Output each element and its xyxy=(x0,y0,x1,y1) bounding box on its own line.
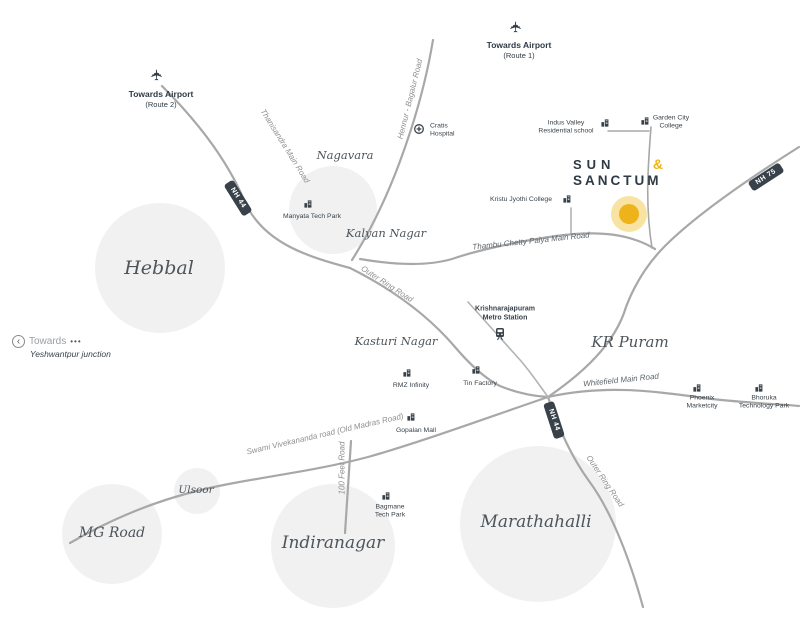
area-label-kalyan-nagar: Kalyan Nagar xyxy=(345,226,427,240)
area-label-marathahalli: Marathahalli xyxy=(480,512,592,532)
area-circle-manyata xyxy=(289,166,377,254)
airplane-icon-route1: ✈ xyxy=(508,20,525,34)
brand-sun-text: SUN xyxy=(573,157,616,172)
airport-route1-text: Towards Airport xyxy=(486,40,552,50)
area-circle-marathahalli xyxy=(460,446,616,602)
project-marker-dot xyxy=(619,204,639,224)
airport-label-route1: Towards Airport (Route 1) xyxy=(487,40,552,60)
road-whitefield-path xyxy=(546,388,800,408)
area-label-hebbal: Hebbal xyxy=(124,257,194,279)
towards-junction: ‹ Towards ••• Yeshwantpur junction xyxy=(12,335,111,359)
area-label-mg-road: MG Road xyxy=(78,525,146,541)
poi-cratis-hospital: Cratis Hospital xyxy=(430,122,455,138)
area-label-kr-puram: KR Puram xyxy=(591,333,669,351)
building-icon xyxy=(601,119,610,128)
building-icon xyxy=(693,384,702,393)
area-label-ulsoor: Ulsoor xyxy=(178,484,214,496)
road-outer-ring-north-path xyxy=(348,266,550,399)
poi-kristu-jyothi-college: Kristu Jyothi College xyxy=(490,195,552,203)
poi-garden-city-college: Garden City College xyxy=(652,114,690,130)
building-icon xyxy=(641,117,650,126)
poi-rmz-infinity: RMZ Infinity xyxy=(392,381,430,389)
poi-indus-valley-school: Indus Valley Residential school xyxy=(538,119,594,135)
building-icon xyxy=(563,195,572,204)
brand-logo: SUN & SANCTUM xyxy=(573,156,663,188)
project-marker xyxy=(611,196,647,232)
towards-label: Towards xyxy=(29,336,67,347)
area-circle-mg-road xyxy=(62,484,162,584)
road-garden-city-path xyxy=(646,126,653,249)
airport-label-route2: Towards Airport (Route 2) xyxy=(129,89,194,109)
road-100-feet-path xyxy=(343,439,353,535)
building-icon xyxy=(382,492,391,501)
area-label-kasturi-nagar: Kasturi Nagar xyxy=(354,334,438,348)
poi-tin-factory: Tin Factory xyxy=(463,379,497,387)
poi-gopalan-mall: Gopalan Mall xyxy=(395,426,437,434)
poi-bhoruka-technology-park: Bhoruka Technology Park xyxy=(738,394,790,410)
airplane-icon-route2: ✈ xyxy=(149,68,166,82)
area-label-indiranagar: Indiranagar xyxy=(281,533,385,553)
airport-route1-route: (Route 1) xyxy=(503,51,535,60)
road-hennur-bagalur-path xyxy=(350,38,435,262)
road-label-100-feet: 100 Feet Road xyxy=(337,441,347,495)
building-icon xyxy=(472,366,481,375)
poi-krishnarajapuram-metro: Krishnarajapuram Metro Station xyxy=(475,305,535,321)
road-thanisandra-path xyxy=(160,84,352,270)
metro-icon xyxy=(495,328,506,341)
building-icon xyxy=(304,200,313,209)
building-icon xyxy=(403,369,412,378)
area-label-nagavara: Nagavara xyxy=(316,148,374,162)
building-icon xyxy=(755,384,764,393)
rail-line-path xyxy=(467,301,549,398)
building-icon xyxy=(407,413,416,422)
poi-phoenix-marketcity: Phoenix Marketcity xyxy=(686,394,718,410)
area-circle-hebbal xyxy=(95,203,225,333)
dots-icon: ••• xyxy=(70,337,82,346)
airport-route2-route: (Route 2) xyxy=(145,100,177,109)
brand-ampersand: & xyxy=(652,156,663,172)
poi-manyata-tech-park: Manyata Tech Park xyxy=(282,212,342,220)
brand-sanctum-text: SANCTUM xyxy=(573,173,662,188)
hospital-icon xyxy=(414,124,425,135)
towards-sub-label: Yeshwantpur junction xyxy=(30,349,111,359)
road-nh75-path xyxy=(546,145,800,399)
airport-route2-text: Towards Airport xyxy=(128,89,194,99)
chevron-left-icon: ‹ xyxy=(12,335,25,348)
poi-bagmane-tech-park: Bagmane Tech Park xyxy=(374,503,406,519)
area-circle-indiranagar xyxy=(271,484,395,608)
road-old-madras-path xyxy=(68,395,550,545)
road-thambu-chetty-path xyxy=(358,232,657,265)
